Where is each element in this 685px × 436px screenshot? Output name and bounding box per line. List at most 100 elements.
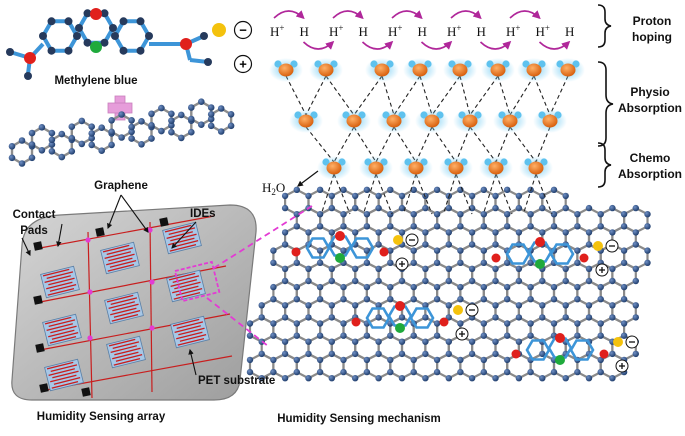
h-bond [549, 75, 569, 116]
mb-ring [387, 305, 413, 327]
h-bond [333, 173, 351, 215]
graphene-atom [270, 320, 277, 327]
graphene-atom [468, 277, 476, 285]
graphene-atom [316, 296, 324, 303]
ribbon-atom [138, 118, 145, 125]
graphene-atom [492, 265, 499, 272]
graphene-atom [352, 192, 359, 200]
junction-dot [149, 325, 155, 331]
mb-carbon-atom [83, 9, 92, 18]
graphene-atom [422, 277, 429, 285]
graphene-atom [328, 338, 335, 345]
water-molecule [403, 58, 437, 82]
graphene-atom [562, 277, 569, 285]
plus-charge-icon: + [233, 54, 253, 74]
h-bond [495, 173, 513, 215]
graphene-atom [539, 350, 546, 358]
h-bond [509, 75, 535, 116]
mb-fragment [351, 301, 479, 341]
graphene-atom [316, 223, 324, 230]
water-molecule [309, 58, 343, 82]
graphene-atom [328, 192, 335, 200]
ide-finger [49, 284, 77, 292]
graphene-atom [468, 229, 476, 236]
ribbon-atom [108, 141, 115, 149]
oxygen-atom [412, 63, 428, 77]
proton-symbol: H [565, 24, 574, 39]
label-pet-substrate: PET substrate [198, 375, 275, 387]
methylene-blue-molecule [6, 8, 212, 80]
ide-finger [46, 271, 74, 280]
graphene-atom [480, 332, 487, 339]
graphene-atom [504, 296, 511, 303]
graphene-atom [246, 356, 254, 364]
mb-carbon-atom [204, 58, 212, 66]
ribbon-atom [38, 147, 46, 154]
oxygen-atom [318, 63, 334, 77]
ide-finger [115, 354, 143, 362]
ide-finger [108, 301, 135, 309]
graphene-atom [550, 320, 558, 327]
graphene-atom [410, 356, 417, 364]
mb-carbon-atom [109, 24, 117, 32]
graphene-atom [445, 204, 452, 212]
graphene-atom [363, 223, 371, 230]
hydrogen-atom [538, 60, 546, 68]
ribbon-atom [128, 135, 135, 142]
oxygen-atom [326, 161, 342, 175]
graphene-hexagon [506, 352, 532, 380]
graphene-atom [305, 338, 312, 345]
graphene-atom [340, 186, 347, 193]
graphene-atom [363, 186, 371, 193]
minus-charge-icon [625, 335, 639, 349]
mb-carbon-atom [145, 32, 153, 40]
ide-block [106, 335, 146, 369]
graphene-atom [527, 259, 534, 266]
mb-nitrogen-atom [555, 355, 565, 365]
label-proton-hoping-1: Proton [633, 14, 672, 28]
graphene-atom [539, 229, 546, 236]
plus-charge-icon [455, 327, 469, 341]
graphene-atom [457, 296, 464, 303]
graphene-atom [574, 223, 581, 230]
water-molecule [551, 58, 585, 82]
oxygen-atom [368, 161, 384, 175]
ribbon-atom [188, 104, 195, 111]
graphene-atom [457, 259, 464, 266]
graphene-atom [422, 229, 429, 236]
ide-finger [166, 231, 193, 239]
graphene-atom [422, 350, 429, 358]
graphene-atom [468, 241, 476, 248]
proton-symbol: H+ [329, 23, 343, 39]
graphene-atom [281, 302, 289, 309]
graphene-atom [457, 211, 464, 218]
graphene-atom [468, 338, 476, 345]
h-bond [375, 173, 393, 215]
graphene-atom [352, 350, 359, 358]
graphene-atom [363, 247, 371, 254]
ribbon-atom [18, 160, 26, 167]
graphene-atom [433, 356, 441, 364]
oxygen-atom [528, 161, 544, 175]
hydrogen-atom [404, 158, 412, 166]
mb-amine-atom [579, 253, 589, 263]
h-bond [455, 173, 473, 215]
graphene-atom [445, 375, 452, 382]
ribbon-atom [158, 127, 165, 135]
graphene-atom [340, 368, 347, 376]
ide-finger [50, 325, 77, 334]
hydrogen-atom [424, 60, 432, 68]
svg-text:+: + [239, 57, 247, 72]
graphene-atom [293, 296, 300, 303]
graphene-atom [305, 314, 312, 321]
hydrogen-atom [486, 60, 494, 68]
zoom-line-bottom [206, 297, 269, 347]
graphene-atom [340, 356, 347, 364]
mb-ring [349, 237, 375, 259]
hop-arrow-bottom [302, 40, 335, 50]
ide-finger [170, 233, 197, 242]
ide-finger [108, 338, 136, 347]
graphene-atom [305, 192, 312, 200]
graphene-atom [387, 368, 394, 376]
graphene-atom [375, 192, 382, 200]
